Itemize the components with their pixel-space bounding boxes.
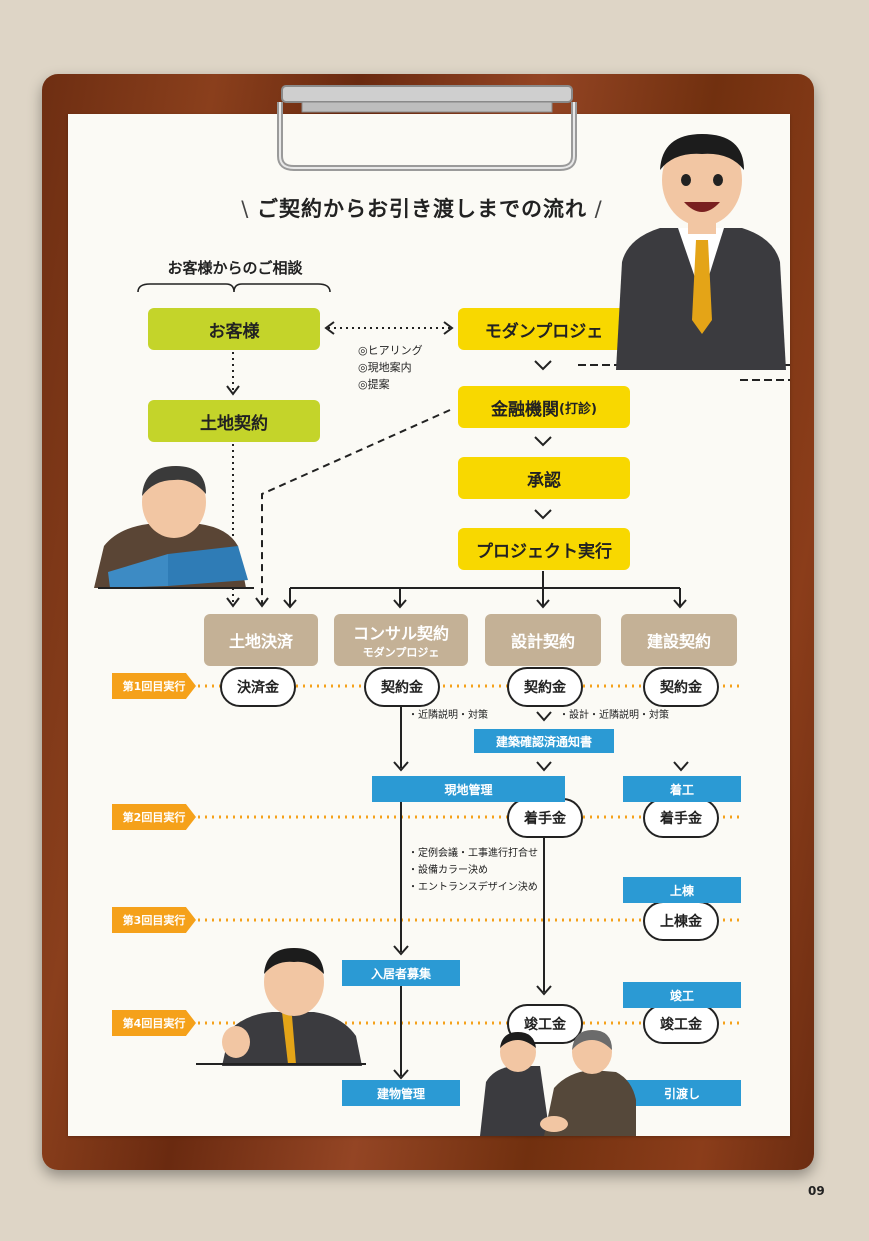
step-completion: 竣工 bbox=[623, 982, 741, 1008]
node-modern-projet: モダンプロジェ bbox=[458, 308, 630, 350]
node-build-contract: 建設契約 bbox=[621, 614, 737, 666]
node-design-contract: 設計契約 bbox=[485, 614, 601, 666]
payment-contract-design: 契約金 bbox=[507, 667, 583, 707]
note-design-neighbors: ・設計・近隣説明・対策 bbox=[559, 710, 669, 721]
consul-label: コンサル契約 bbox=[352, 624, 449, 643]
consul-sub: モダンプロジェ bbox=[362, 646, 440, 659]
hearing-note-3: ◎提案 bbox=[358, 378, 390, 391]
step-handover: 引渡し bbox=[623, 1080, 741, 1106]
payment-settlement: 決済金 bbox=[220, 667, 296, 707]
payment-complete-build: 竣工金 bbox=[643, 1004, 719, 1044]
businessman-illustration bbox=[616, 134, 786, 370]
payment-start-design: 着手金 bbox=[507, 798, 583, 838]
payment-start-build: 着手金 bbox=[643, 798, 719, 838]
stage-1: 第1回目実行 bbox=[112, 673, 196, 699]
subtitle: お客様からのご相談 bbox=[167, 259, 303, 277]
hearing-note-2: ◎現地案内 bbox=[358, 361, 412, 374]
note-meeting-1: ・定例会議・工事進行打合せ bbox=[408, 848, 538, 859]
payment-frame: 上棟金 bbox=[643, 901, 719, 941]
stage-3: 第3回目実行 bbox=[112, 907, 196, 933]
note-meetings: ・定例会議・工事進行打合せ ・設備カラー決め ・エントランスデザイン決め bbox=[408, 845, 538, 896]
confident-man-illustration bbox=[196, 948, 366, 1066]
hearing-note-1: ◎ヒアリング bbox=[358, 344, 423, 357]
step-bldg-mgmt: 建物管理 bbox=[342, 1080, 460, 1106]
node-land-contract: 土地契約 bbox=[148, 400, 320, 442]
step-site-mgmt: 現地管理 bbox=[372, 776, 565, 802]
note-meeting-2: ・設備カラー決め bbox=[408, 865, 488, 876]
stage-4: 第4回目実行 bbox=[112, 1010, 196, 1036]
payment-contract-build: 契約金 bbox=[643, 667, 719, 707]
node-land-settle: 土地決済 bbox=[204, 614, 318, 666]
note-neighbors: ・近隣説明・対策 bbox=[408, 710, 488, 721]
node-customer: お客様 bbox=[148, 308, 320, 350]
node-consul-contract: コンサル契約 モダンプロジェ bbox=[334, 614, 468, 666]
step-framing: 上棟 bbox=[623, 877, 741, 903]
clipboard-clip bbox=[277, 85, 577, 171]
step-building-confirm: 建築確認済通知書 bbox=[474, 729, 614, 753]
hearing-notes: ◎ヒアリング ◎現地案内 ◎提案 bbox=[358, 342, 423, 393]
stage-2: 第2回目実行 bbox=[112, 804, 196, 830]
payment-contract-consul: 契約金 bbox=[364, 667, 440, 707]
page-number: 09 bbox=[808, 1184, 825, 1198]
node-finance: 金融機関(打診) bbox=[458, 386, 630, 428]
handshake-illustration bbox=[480, 1030, 636, 1136]
step-tenant: 入居者募集 bbox=[342, 960, 460, 986]
finance-note: (打診) bbox=[559, 401, 597, 417]
step-groundbreak: 着工 bbox=[623, 776, 741, 802]
finance-label: 金融機関 bbox=[491, 399, 560, 420]
node-approval: 承認 bbox=[458, 457, 630, 499]
note-meeting-3: ・エントランスデザイン決め bbox=[408, 882, 538, 893]
page-title: \ ご契約からお引き渡しまでの流れ / bbox=[241, 197, 603, 221]
reading-man-illustration bbox=[94, 466, 254, 589]
node-project-exec: プロジェクト実行 bbox=[458, 528, 630, 570]
